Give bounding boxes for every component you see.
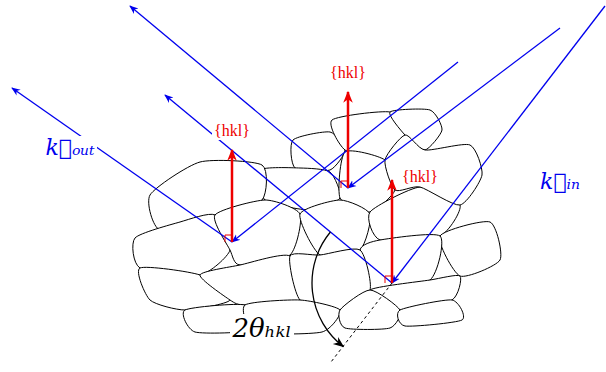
grain (398, 300, 464, 326)
angle-label: 2θₕₖₗ (230, 314, 293, 343)
x-ray-beam (392, 6, 605, 283)
plane-normal (391, 180, 394, 283)
plane-normal (231, 150, 234, 242)
right-angle-mark (385, 276, 392, 283)
x-ray-beam (232, 62, 458, 242)
wavevector-label: k⃗ₒᵤₜ (43, 136, 96, 160)
plane-label: {hkl} (328, 64, 368, 82)
x-ray-beam (348, 28, 560, 188)
x-ray-beam (165, 95, 392, 283)
right-angle-mark (225, 235, 232, 242)
angle-arc (312, 232, 343, 347)
grain (200, 255, 301, 305)
plane-label: {hkl} (400, 168, 440, 186)
plane-label: {hkl} (212, 122, 252, 140)
x-ray-beam (12, 88, 232, 242)
grain (133, 214, 230, 275)
grain (339, 290, 401, 329)
grain (440, 222, 501, 277)
plane-normals (225, 92, 392, 283)
scattering-angle (312, 232, 392, 362)
right-angle-mark (341, 181, 348, 188)
grain (385, 135, 482, 205)
beam-extension (331, 283, 392, 362)
plane-normal (347, 92, 350, 188)
x-ray-beam (130, 6, 348, 188)
wavevector-label: k⃗ᵢₙ (538, 170, 582, 194)
grain (300, 200, 371, 256)
x-ray-beams (12, 6, 605, 283)
